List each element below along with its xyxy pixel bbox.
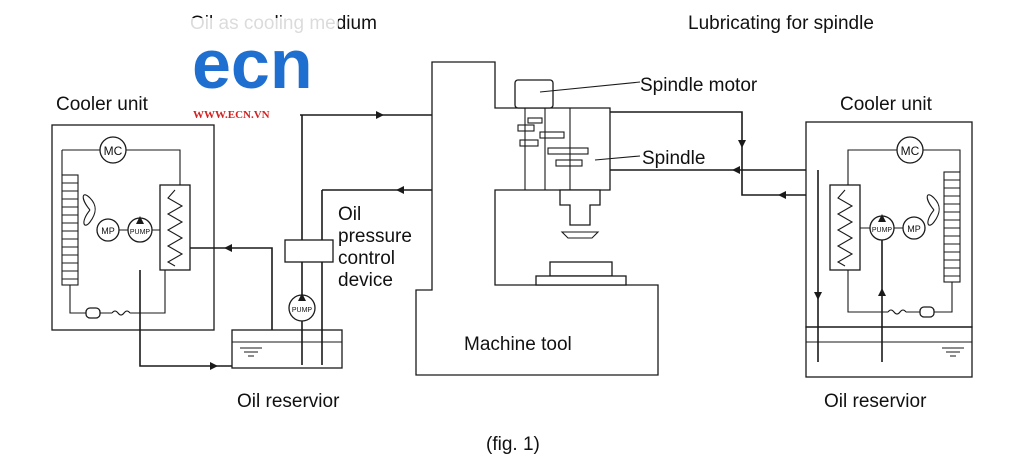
oil-supply-pipe-left bbox=[139, 270, 232, 367]
flow-arrow-9 bbox=[878, 288, 886, 296]
label-spindle-motor: Spindle motor bbox=[640, 75, 758, 96]
label-oil-reservior-left: Oil reservior bbox=[237, 391, 340, 412]
oil-reservoir-left-tank bbox=[231, 329, 343, 369]
flow-arrow-3 bbox=[376, 111, 384, 119]
spindle-motor-leader bbox=[539, 81, 641, 93]
label-lubricating-spindle: Lubricating for spindle bbox=[688, 13, 874, 34]
ecn-watermark: ecn WWW.ECN.VN bbox=[190, 18, 338, 121]
mp-motor-right: MP bbox=[902, 216, 926, 240]
cooler-unit-right: PUMP MP MC bbox=[805, 121, 973, 357]
mc-compressor-left: MC bbox=[99, 136, 127, 164]
mp-motor-left: MP bbox=[96, 218, 120, 242]
flow-arrow-7 bbox=[732, 166, 740, 174]
worktable-base bbox=[535, 275, 627, 286]
flow-arrow-8 bbox=[814, 292, 822, 300]
label-cooler-unit-left: Cooler unit bbox=[56, 94, 149, 115]
label-oil-pressure-3: control bbox=[338, 248, 395, 269]
spindle-head bbox=[559, 189, 601, 226]
oil-return-pipe-left bbox=[190, 247, 273, 330]
pump-center: PUMP bbox=[288, 293, 316, 322]
label-oil-pressure-4: device bbox=[338, 270, 393, 291]
mp-tag-right: MP bbox=[907, 224, 921, 234]
flow-arrow-1 bbox=[224, 244, 232, 252]
pump-tag-center: PUMP bbox=[292, 307, 313, 314]
heat-exchanger-left bbox=[159, 184, 191, 271]
refrigerant-pipe-bottom-left bbox=[61, 150, 166, 314]
ecn-url: WWW.ECN.VN bbox=[193, 109, 270, 121]
fan-icon-left bbox=[82, 194, 96, 226]
flow-arrow-5 bbox=[738, 140, 746, 148]
machine-tool-body bbox=[415, 61, 659, 376]
gearbox bbox=[517, 108, 589, 190]
oil-reservoir-right-tank bbox=[805, 326, 973, 378]
fan-icon-right bbox=[926, 194, 940, 226]
oil-level-icon-left bbox=[240, 347, 262, 357]
mc-tag-right: MC bbox=[901, 144, 920, 158]
label-cooler-unit-right: Cooler unit bbox=[840, 94, 933, 115]
cutter-icon bbox=[560, 231, 600, 239]
pump-tag-right: PUMP bbox=[872, 227, 893, 234]
flow-arrow-4 bbox=[396, 186, 404, 194]
oil-reservoir-left bbox=[231, 329, 343, 369]
label-oil-pressure-1: Oil bbox=[338, 204, 361, 225]
label-oil-pressure-2: pressure bbox=[338, 226, 412, 247]
worktable bbox=[549, 261, 613, 277]
heat-exchanger-right bbox=[829, 184, 861, 271]
label-spindle: Spindle bbox=[642, 148, 705, 169]
flow-arrow-6 bbox=[778, 191, 786, 199]
cooler-unit-left: MC MP PUMP bbox=[51, 124, 215, 331]
refrigerant-pipe-top-right bbox=[847, 149, 961, 185]
oil-pressure-control-device bbox=[284, 239, 334, 263]
oil-level-icon-right bbox=[942, 347, 964, 357]
label-oil-reservior-right: Oil reservior bbox=[824, 391, 927, 412]
machine-tool bbox=[415, 61, 659, 376]
ecn-logo: ecn bbox=[192, 25, 313, 103]
spindle-leader bbox=[594, 155, 641, 161]
label-machine-tool: Machine tool bbox=[464, 334, 572, 355]
pump-tag-left: PUMP bbox=[130, 229, 151, 236]
spindle-motor bbox=[514, 79, 554, 109]
mc-compressor-right: MC bbox=[896, 136, 924, 164]
flow-arrow-2 bbox=[210, 362, 218, 370]
mp-tag-left: MP bbox=[101, 226, 115, 236]
refrigerant-pipe-top-left bbox=[62, 149, 181, 185]
mc-tag-left: MC bbox=[104, 144, 123, 158]
refrigerant-pipe-bottom-right bbox=[847, 270, 953, 313]
figure-caption: (fig. 1) bbox=[486, 434, 540, 455]
